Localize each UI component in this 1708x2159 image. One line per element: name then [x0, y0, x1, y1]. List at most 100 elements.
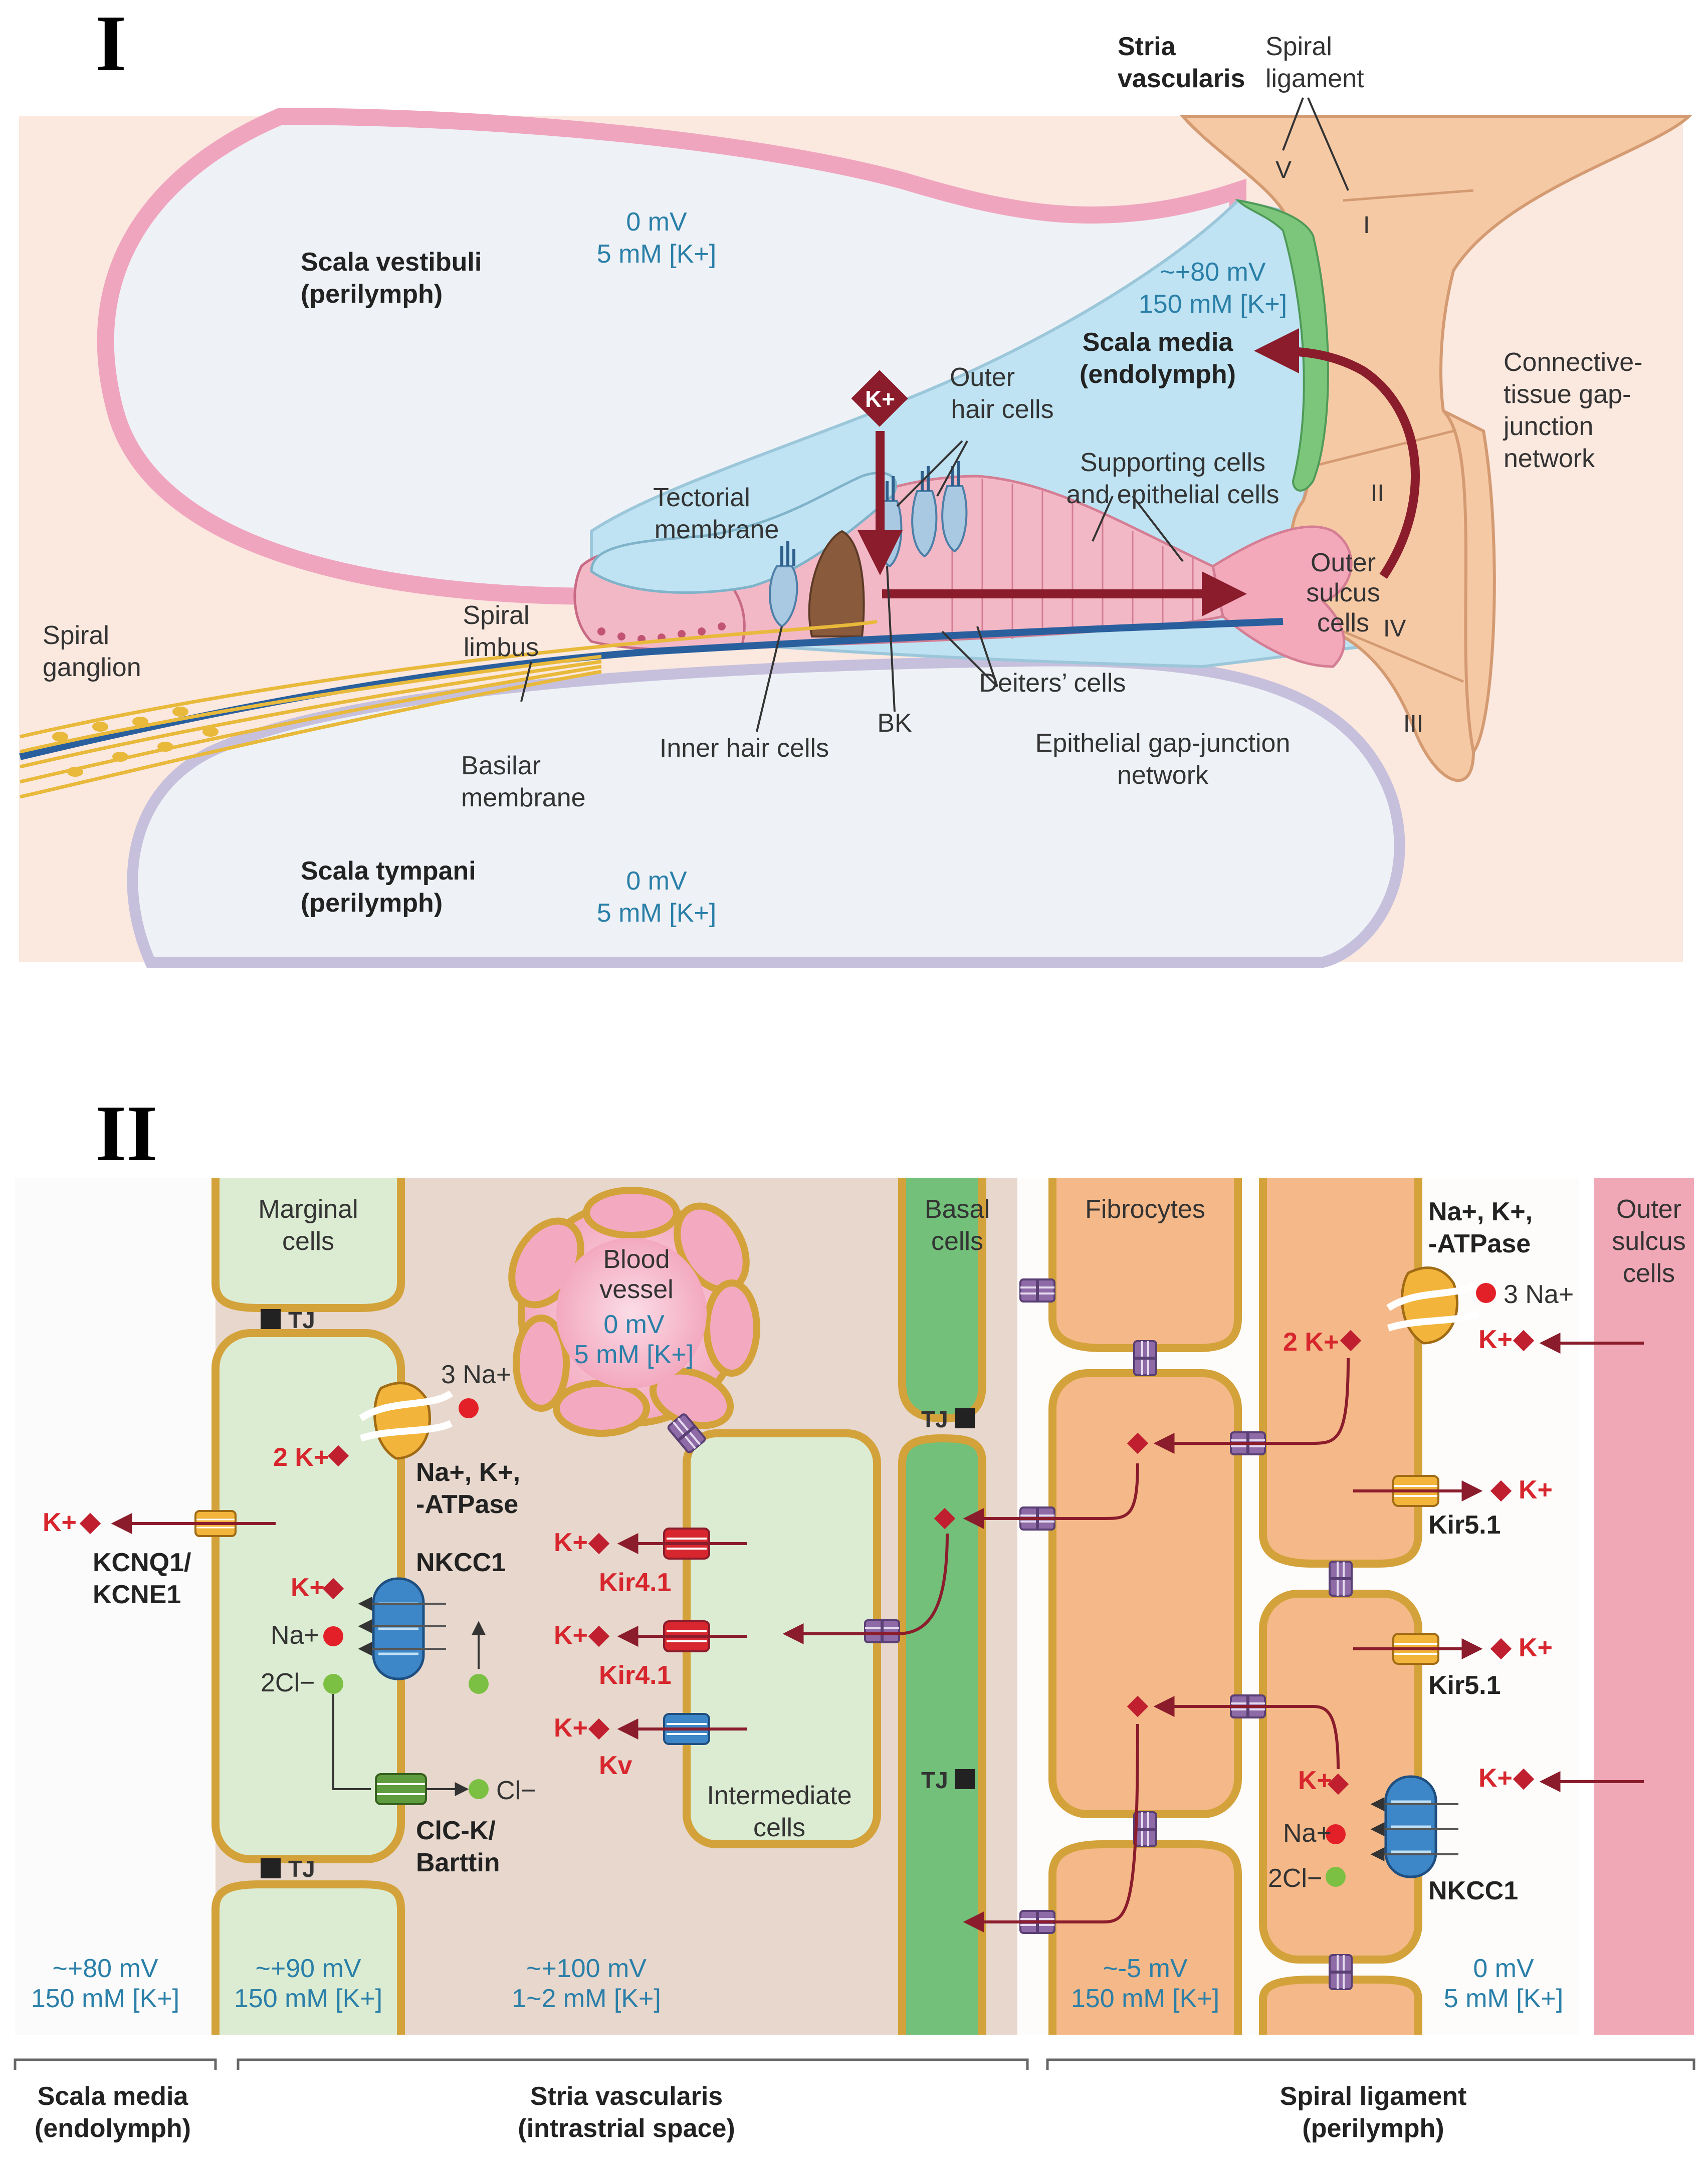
kir41-label-b: Kir4.1 [599, 1661, 672, 1690]
ligament-divider [1313, 429, 1454, 468]
k-badge-label: K+ [865, 386, 895, 412]
potential-intrastrial: ~+100 mV [526, 1954, 647, 1983]
scala-vestibuli-potential: 0 mV [626, 207, 687, 237]
scala-tympani-region [127, 655, 1405, 968]
kir51-label-b: Kir5.1 [1428, 1671, 1501, 1700]
na-cl-ion-markers [323, 1283, 1496, 1887]
k-label-kcnq1: K+ [43, 1508, 77, 1537]
potential-scala-media: ~+80 mV [52, 1954, 158, 1983]
k-label-nkcc1-right: K+ [1298, 1766, 1332, 1795]
panel-i-numeral: I [95, 0, 126, 88]
scala-tympani-potential: 0 mV [626, 867, 687, 896]
marginal-cells [211, 1178, 405, 2035]
scala-vestibuli-k: 5 mM [K+] [597, 240, 716, 269]
atpase-left-label: Na+, K+,-ATPase [416, 1458, 520, 1519]
inner-hair-cells-label: Inner hair cells [660, 734, 829, 763]
fibrocyte-type-v: V [1275, 157, 1292, 183]
two-cl-label-left: 2Cl− [261, 1668, 315, 1697]
scala-media-label: Scala media(endolymph) [1080, 328, 1236, 389]
na-k-atpase-left [359, 1382, 454, 1460]
fibrocyte-type-iii: III [1403, 711, 1423, 737]
region-spiral-ligament: Spiral ligament(perilymph) [1280, 2082, 1467, 2143]
potential-fibrocytes: ~-5 mV [1103, 1954, 1187, 1983]
blood-vessel-potential: 0 mV [603, 1310, 665, 1339]
two-cl-label-right: 2Cl− [1268, 1864, 1322, 1893]
outer-sulcus-column [1594, 1178, 1694, 2035]
fibrocytes [1048, 1178, 1422, 2035]
tunnel-of-corti [808, 530, 865, 637]
k-flux-arrows [111, 1333, 1644, 1932]
panel-ii-numeral: II [95, 1089, 158, 1178]
k-label-kir51-b: K+ [1519, 1633, 1553, 1662]
k-conc-perilymph: 5 mM [K+] [1444, 1984, 1563, 2013]
clck-channel [375, 1773, 427, 1805]
clck-label: ClC-K/Barttin [416, 1816, 500, 1877]
scala-tympani-label: Scala tympani(perilymph) [301, 856, 476, 918]
k-return-arrow [1254, 328, 1420, 579]
ligament-divider [1343, 189, 1474, 202]
na-k-atpase-right [1386, 1266, 1481, 1345]
basal-cells [898, 1178, 986, 2035]
outer-sulcus-cells-shape [1211, 525, 1353, 668]
k-label-kv: K+ [554, 1713, 588, 1743]
panel-i-leader-lines [520, 97, 1349, 732]
kir41-label-a: Kir4.1 [599, 1568, 672, 1597]
tj-label: TJ [288, 1856, 315, 1882]
scala-tympani-k: 5 mM [K+] [597, 899, 716, 928]
three-na-label-right: 3 Na+ [1504, 1280, 1574, 1309]
nkcc1-transporter-right [1384, 1775, 1437, 1878]
nkcc1-label-left: NKCC1 [416, 1548, 506, 1577]
tj-label: TJ [921, 1406, 948, 1432]
blood-vessel [508, 1187, 760, 1437]
three-na-label-left: 3 Na+ [441, 1360, 511, 1389]
potential-marginal: ~+90 mV [255, 1954, 361, 1983]
scala-media-k: 150 mM [K+] [1139, 290, 1287, 319]
potential-perilymph: 0 mV [1473, 1954, 1534, 1983]
scala-vestibuli-label: Scala vestibuli(perilymph) [301, 248, 482, 309]
scala-media-potential: ~+80 mV [1160, 258, 1265, 287]
tight-junctions [261, 1309, 975, 1878]
stria-vascularis-band [1235, 198, 1329, 492]
kir51-label-a: Kir5.1 [1428, 1510, 1501, 1540]
region-stria-vascularis: Stria vascularis(intrastrial space) [518, 2082, 735, 2143]
bk-label: BK [877, 709, 912, 738]
deiters-cells-label: Deiters’ cells [979, 669, 1126, 698]
spiral-ganglion-fibres [20, 619, 878, 799]
k-conc-scala-media: 150 mM [K+] [31, 1984, 179, 2013]
ganglion-cell-bodies [52, 707, 219, 777]
kv-label: Kv [599, 1751, 632, 1780]
k-conc-marginal: 150 mM [K+] [234, 1984, 382, 2013]
region-scala-media: Scala media(endolymph) [35, 2082, 191, 2143]
k-label-kir41-b: K+ [554, 1621, 588, 1650]
cl-label: Cl− [496, 1776, 536, 1805]
fibrocyte-type-ii: II [1371, 480, 1384, 507]
nkcc1-transporter-left [372, 1577, 425, 1680]
k-label-atpase-right: K+ [1478, 1325, 1513, 1354]
k-label-nkcc1-right-in: K+ [1478, 1764, 1513, 1793]
inner-hair-cell [769, 541, 798, 628]
blood-vessel-k: 5 mM [K+] [574, 1340, 694, 1369]
ligament-divider [1343, 630, 1464, 683]
k-label-nkcc1-left: K+ [291, 1573, 325, 1602]
kcnq1-label: KCNQ1/KCNE1 [93, 1548, 191, 1609]
fibrocyte-type-i: I [1363, 212, 1370, 239]
nkcc1-label-right: NKCC1 [1428, 1876, 1518, 1905]
nkcc1-flux-arrows [358, 1597, 1458, 1861]
scala-media-bg [15, 1178, 216, 2035]
k-conc-fibrocytes: 150 mM [K+] [1071, 1984, 1219, 2013]
tj-label: TJ [921, 1767, 948, 1793]
